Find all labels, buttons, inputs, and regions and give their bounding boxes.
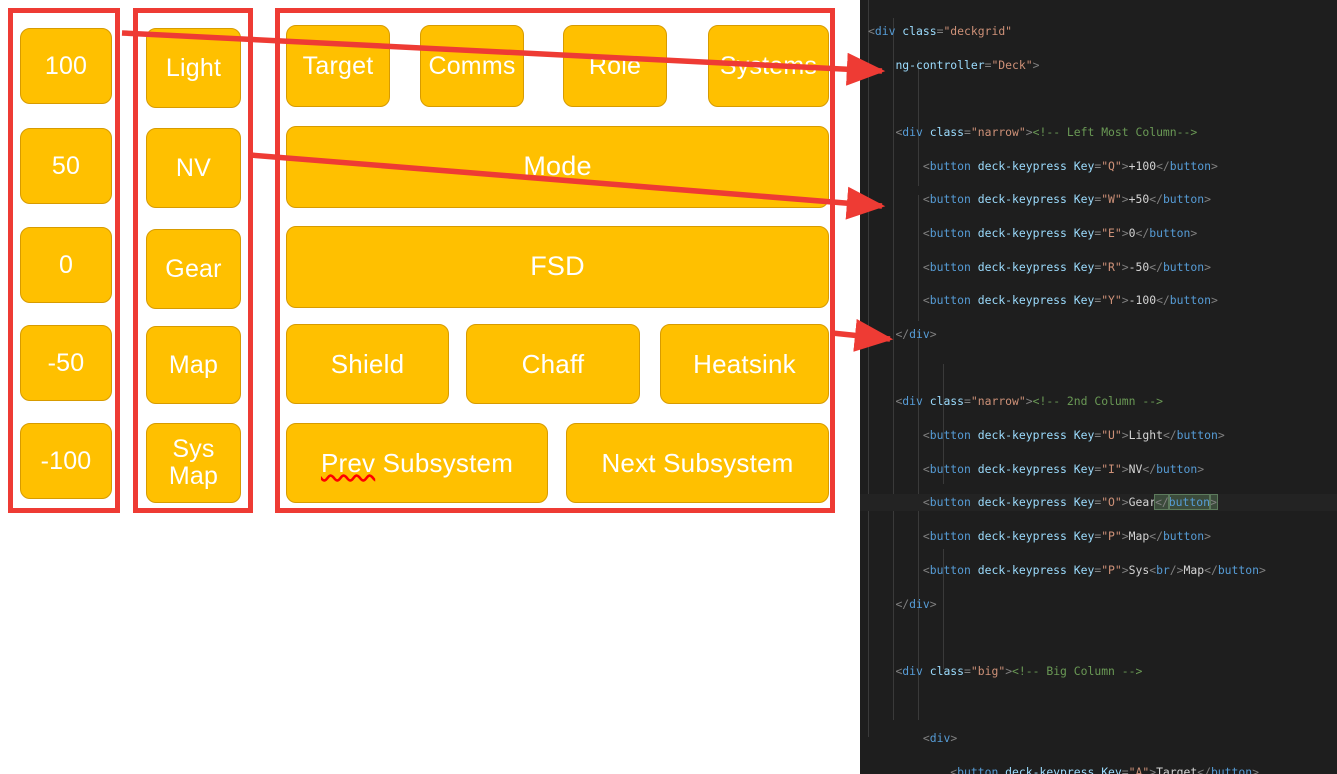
deck-button-minus100[interactable]: -100: [20, 423, 112, 499]
code-line[interactable]: [860, 629, 1337, 646]
code-line[interactable]: <button deck-keypress Key="A">Target</bu…: [950, 764, 1259, 774]
indent-guide: [918, 330, 919, 720]
deck-button-systems[interactable]: Systems: [708, 25, 829, 107]
deck-button-chaff[interactable]: Chaff: [466, 324, 640, 404]
deck-button-light[interactable]: Light: [146, 28, 241, 108]
code-line[interactable]: <div class="deckgrid": [868, 23, 1013, 38]
indent-guide: [943, 549, 944, 669]
deck-button-shield[interactable]: Shield: [286, 324, 449, 404]
code-line[interactable]: <button deck-keypress Key="Y">-100</butt…: [922, 293, 1218, 308]
code-line[interactable]: <button deck-keypress Key="I">NV</button…: [922, 461, 1205, 476]
deck-button-target[interactable]: Target: [286, 25, 390, 107]
prev-subsystem-rest: Subsystem: [375, 447, 514, 478]
indent-guide: [868, 0, 869, 737]
code-line[interactable]: </div>: [895, 596, 937, 611]
code-line[interactable]: [860, 360, 1337, 377]
code-line[interactable]: <div class="narrow"><!-- Left Most Colum…: [895, 124, 1198, 139]
code-line[interactable]: [860, 697, 1337, 714]
code-line[interactable]: <div>: [922, 731, 958, 746]
deck-button-zero[interactable]: 0: [20, 227, 112, 303]
frame-big-column: [275, 8, 835, 513]
deck-button-prev-subsystem[interactable]: Prev Subsystem: [286, 423, 548, 503]
indent-guide: [918, 60, 919, 186]
code-line[interactable]: <div class="narrow"><!-- 2nd Column -->: [895, 394, 1163, 409]
indent-guide: [893, 18, 894, 720]
code-line[interactable]: ng-controller="Deck">: [895, 57, 1040, 72]
deck-preview: 100 50 0 -50 -100 Light NV Gear Map Sys …: [8, 8, 835, 513]
deck-button-next-subsystem[interactable]: Next Subsystem: [566, 423, 829, 503]
deck-button-gear[interactable]: Gear: [146, 229, 241, 309]
indent-guide: [943, 364, 944, 484]
frame-left-most-column: [8, 8, 120, 513]
deck-button-comms[interactable]: Comms: [420, 25, 524, 107]
deck-button-fsd[interactable]: FSD: [286, 226, 829, 308]
deck-button-minus50[interactable]: -50: [20, 325, 112, 401]
code-editor-pane[interactable]: <div class="deckgrid" ng-controller="Dec…: [860, 0, 1337, 774]
deck-button-nv[interactable]: NV: [146, 128, 241, 208]
code-line[interactable]: <button deck-keypress Key="E">0</button>: [922, 225, 1198, 240]
code-line[interactable]: <button deck-keypress Key="P">Sys<br/>Ma…: [922, 562, 1266, 577]
code-line[interactable]: <div class="big"><!-- Big Column -->: [895, 663, 1143, 678]
indent-guide: [918, 195, 919, 321]
deck-button-role[interactable]: Role: [563, 25, 667, 107]
frame-second-column: [133, 8, 253, 513]
code-line[interactable]: <button deck-keypress Key="Q">+100</butt…: [922, 158, 1218, 173]
deck-button-plus50[interactable]: 50: [20, 128, 112, 204]
code-line[interactable]: <button deck-keypress Key="W">+50</butto…: [922, 192, 1211, 207]
deck-button-mode[interactable]: Mode: [286, 126, 829, 208]
code-line[interactable]: <button deck-keypress Key="P">Map</butto…: [922, 529, 1211, 544]
deck-button-sys-map[interactable]: Sys Map: [146, 423, 241, 503]
prev-word-misspelled: Prev: [320, 447, 376, 478]
deck-button-map[interactable]: Map: [146, 326, 241, 404]
code-line[interactable]: <button deck-keypress Key="U">Light</but…: [922, 428, 1225, 443]
code-line[interactable]: <button deck-keypress Key="R">-50</butto…: [922, 259, 1211, 274]
code-line[interactable]: [860, 90, 1337, 107]
code-line-active[interactable]: <button deck-keypress Key="O">Gear</butt…: [860, 494, 1337, 512]
deck-button-heatsink[interactable]: Heatsink: [660, 324, 829, 404]
code-lines[interactable]: <div class="deckgrid" ng-controller="Dec…: [860, 0, 1337, 774]
deck-button-plus100[interactable]: 100: [20, 28, 112, 104]
code-line[interactable]: </div>: [895, 327, 937, 342]
